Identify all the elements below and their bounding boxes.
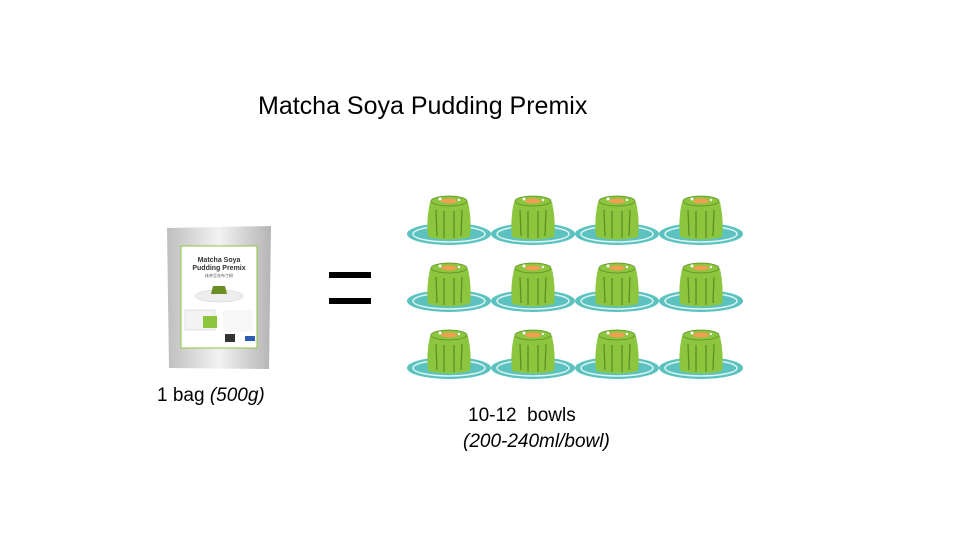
bowl-size: (200-240ml/bowl) [463,431,610,452]
bowls-yield: 10-12 bowls [468,405,576,426]
bag-weight: (500g) [209,385,265,406]
pudding-bowl-icon [574,190,660,248]
pudding-bowl-icon [574,324,660,382]
pudding-bowl-icon [406,324,492,382]
pudding-bowl-icon [406,257,492,315]
pudding-bowl-icon [490,190,576,248]
pudding-bowl-icon [658,324,744,382]
bag-label: 1 bag (500g) [157,385,265,407]
bag-count: 1 bag [157,385,205,406]
bag-chinese-name: 抹茶豆花布丁粉 [205,272,233,278]
page-title: Matcha Soya Pudding Premix [258,92,588,120]
equals-sign [329,270,371,306]
bag-name-line1: Matcha Soya [198,257,241,264]
pudding-bowl-icon [574,257,660,315]
pudding-bowl-icon [406,190,492,248]
pudding-bowl-icon [658,190,744,248]
pudding-bowl-icon [490,324,576,382]
pudding-bowl-icon [490,257,576,315]
pudding-bowl-icon [658,257,744,315]
bag-name-line2: Pudding Premix [192,265,245,272]
product-bag-image: Matcha Soya Pudding Premix 抹茶豆花布丁粉 [167,226,271,369]
pudding-grid [405,190,745,380]
